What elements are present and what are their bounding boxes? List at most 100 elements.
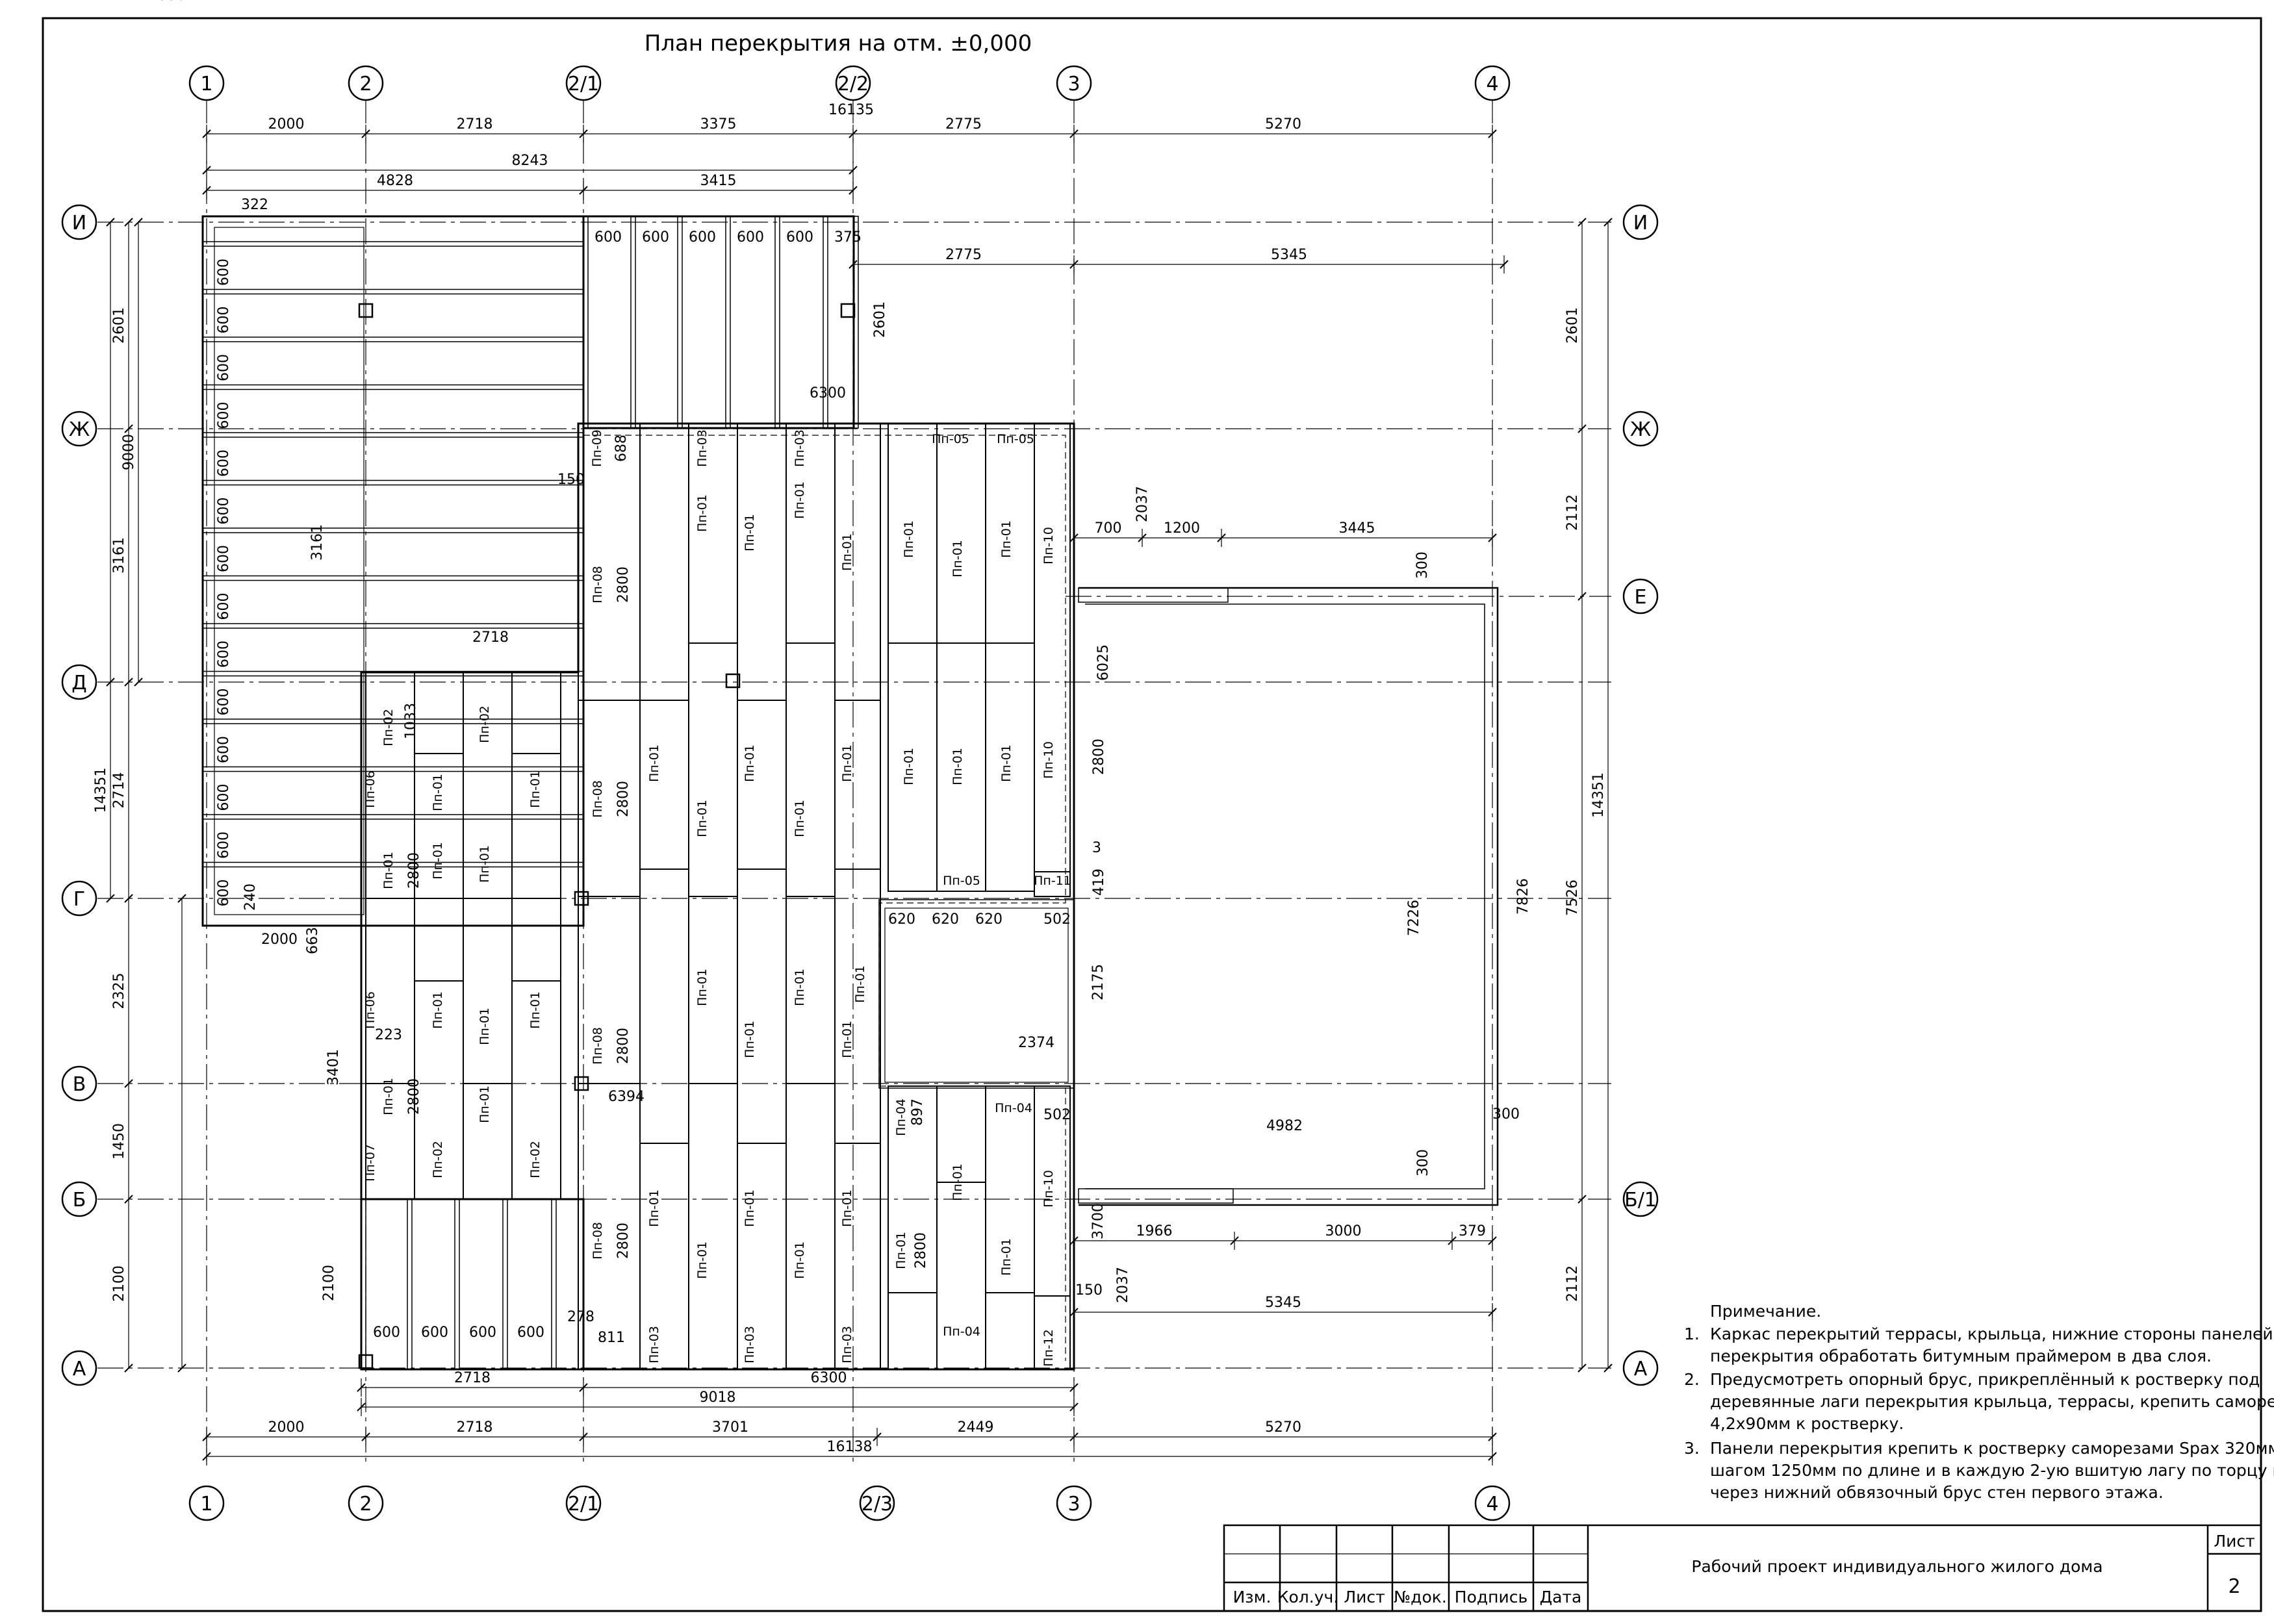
axis-bubble-bottom [565, 1485, 602, 1521]
dim-misc-value: 4982 [1266, 1118, 1303, 1134]
panel-mark: Пп-01 [431, 842, 445, 880]
dim-misc-value: 2601 [872, 301, 888, 338]
note-2-line-2: деревянные лаги перекрытия крыльца, терр… [1710, 1392, 2274, 1411]
dim-tick [124, 1079, 133, 1088]
panel-mark: Пп-01 [840, 533, 854, 571]
dim-terrace-top-value: 5345 [1271, 247, 1307, 263]
floor-panel [737, 423, 787, 701]
deck-joist-v [677, 216, 683, 429]
panel-mark: Пп-08 [591, 780, 605, 818]
dim-terrace-bottom-value: 379 [1459, 1223, 1486, 1239]
axis-bubble-top-label: 2/1 [568, 73, 599, 95]
panel-mark: Пп-01 [743, 1189, 757, 1227]
axis-bubble-top-label: 2 [359, 73, 372, 95]
panel-mark: Пп-06 [363, 770, 377, 808]
panel-mark: Пп-01 [528, 770, 543, 808]
axis-bubble-left [61, 411, 97, 447]
dim-misc-value: 2100 [321, 1265, 337, 1301]
dim-left-outer-value: 2325 [111, 973, 127, 1009]
deck-joist-v [407, 1199, 413, 1370]
dim-misc-value: 620 [975, 911, 1003, 928]
dim-terrace-sub-value: 1200 [1164, 520, 1200, 537]
dim-misc-value: 3161 [309, 524, 326, 561]
deck-joist [202, 623, 584, 629]
axis-bubble-left [61, 204, 97, 240]
panel-mark: Пп-01 [902, 520, 916, 558]
panel-mark: Пп-10 [1041, 1170, 1056, 1208]
panel-mark: Пп-05 [943, 874, 980, 888]
dim-misc-value: 6025 [1095, 644, 1112, 681]
panel-mark: Пп-01 [853, 965, 867, 1003]
panel-mark: Пп-03 [793, 429, 807, 467]
column-marker [574, 1076, 589, 1091]
panel-length: 2800 [615, 781, 632, 817]
panel-mark: Пп-01 [478, 1085, 492, 1123]
drawing-title: План перекрытия на отм. ±0,000 [645, 31, 1032, 57]
panel-mark: Пп-01 [951, 1163, 965, 1201]
axis-bubble-right [1622, 1350, 1659, 1386]
panel-mark: Пп-01 [431, 991, 445, 1029]
axis-bubble-bottom-label: 4 [1486, 1493, 1498, 1516]
axis-bubble-right-label: Б/1 [1624, 1189, 1657, 1212]
floor-panel [688, 1083, 738, 1370]
dim-top-chain-value: 5270 [1265, 116, 1301, 133]
panel-mark: Пп-01 [999, 744, 1014, 782]
dim-top-chain-value: 2000 [268, 116, 305, 133]
panel-mark: Пп-01 [431, 774, 445, 811]
notes-block: Примечание. 1. Каркас перекрытий террасы… [1684, 1302, 2274, 1502]
dim-misc-value: 502 [1043, 911, 1071, 928]
floor-panel [414, 672, 464, 754]
deck-joist-v [853, 216, 859, 429]
axis-bubble-top [348, 65, 384, 101]
floor-panel [1034, 1295, 1071, 1370]
board-width: 600 [216, 784, 232, 811]
stamp-sheet-label: Лист [2214, 1532, 2255, 1551]
board-width: 600 [216, 307, 232, 334]
dim-top-chain-value: 3375 [700, 116, 737, 133]
dim-right-total-value: 14351 [1591, 772, 1607, 818]
axis-bubble-bottom-label: 3 [1067, 1493, 1080, 1516]
dim-top-chain-value: 2718 [457, 116, 493, 133]
axis-bubble-left [61, 1065, 97, 1102]
dim-misc-value: 300 [1492, 1106, 1520, 1123]
deck-joist-v [502, 1199, 508, 1370]
axis-bubble-bottom-label: 2 [359, 1493, 372, 1516]
note-1-line-1: Каркас перекрытий террасы, крыльца, нижн… [1710, 1325, 2273, 1343]
axis-bubble-right-label: Ж [1630, 418, 1651, 441]
dim-tick [124, 1364, 133, 1373]
panel-mark: Пп-01 [743, 514, 757, 552]
floor-panel [888, 1292, 938, 1370]
dim-misc-value: 663 [305, 927, 321, 954]
deck-joist [202, 814, 584, 820]
axis-bubble-top [188, 65, 225, 101]
note-3-num: 3. [1684, 1439, 1700, 1458]
stamp-col-izm: Изм. [1233, 1588, 1271, 1606]
dim-misc-value: 502 [1043, 1107, 1071, 1123]
stamp-project-name: Рабочий проект индивидуального жилого до… [1691, 1557, 2102, 1576]
floor-panel [786, 642, 836, 897]
notes-header: Примечание. [1710, 1302, 1821, 1321]
dim-top-chain-value: 2775 [945, 116, 982, 133]
dim-misc-value: 150 [557, 472, 585, 488]
dim-misc-value: 688 [613, 435, 630, 462]
dim-misc-value: 620 [932, 911, 959, 928]
axis-bubble-left [61, 664, 97, 700]
dim-misc-value: 2175 [1090, 964, 1106, 1000]
board-width: 600 [689, 229, 716, 246]
dim-tick [177, 1364, 186, 1373]
board-width: 600 [216, 880, 232, 907]
panel-mark: Пп-01 [840, 1021, 854, 1058]
axis-bubble-right [1622, 578, 1659, 615]
panel-mark: Пп-03 [743, 1326, 757, 1364]
floor-panel [834, 1143, 881, 1370]
axis-bubble-top-label: 4 [1486, 73, 1498, 95]
panel-mark: Пп-01 [695, 969, 709, 1006]
dim-left-9000-value: 9000 [121, 434, 137, 470]
panel-mark: Пп-05 [997, 432, 1034, 446]
panel-mark: Пп-01 [695, 800, 709, 837]
axis-bubble-bottom-label: 2/1 [568, 1493, 599, 1516]
panel-mark: Пп-03 [647, 1326, 661, 1364]
panel-mark: Пп-08 [591, 1222, 605, 1260]
dim-left-outer-value: 2100 [111, 1265, 127, 1302]
dim-bottom-chain2-value: 2449 [958, 1419, 994, 1436]
